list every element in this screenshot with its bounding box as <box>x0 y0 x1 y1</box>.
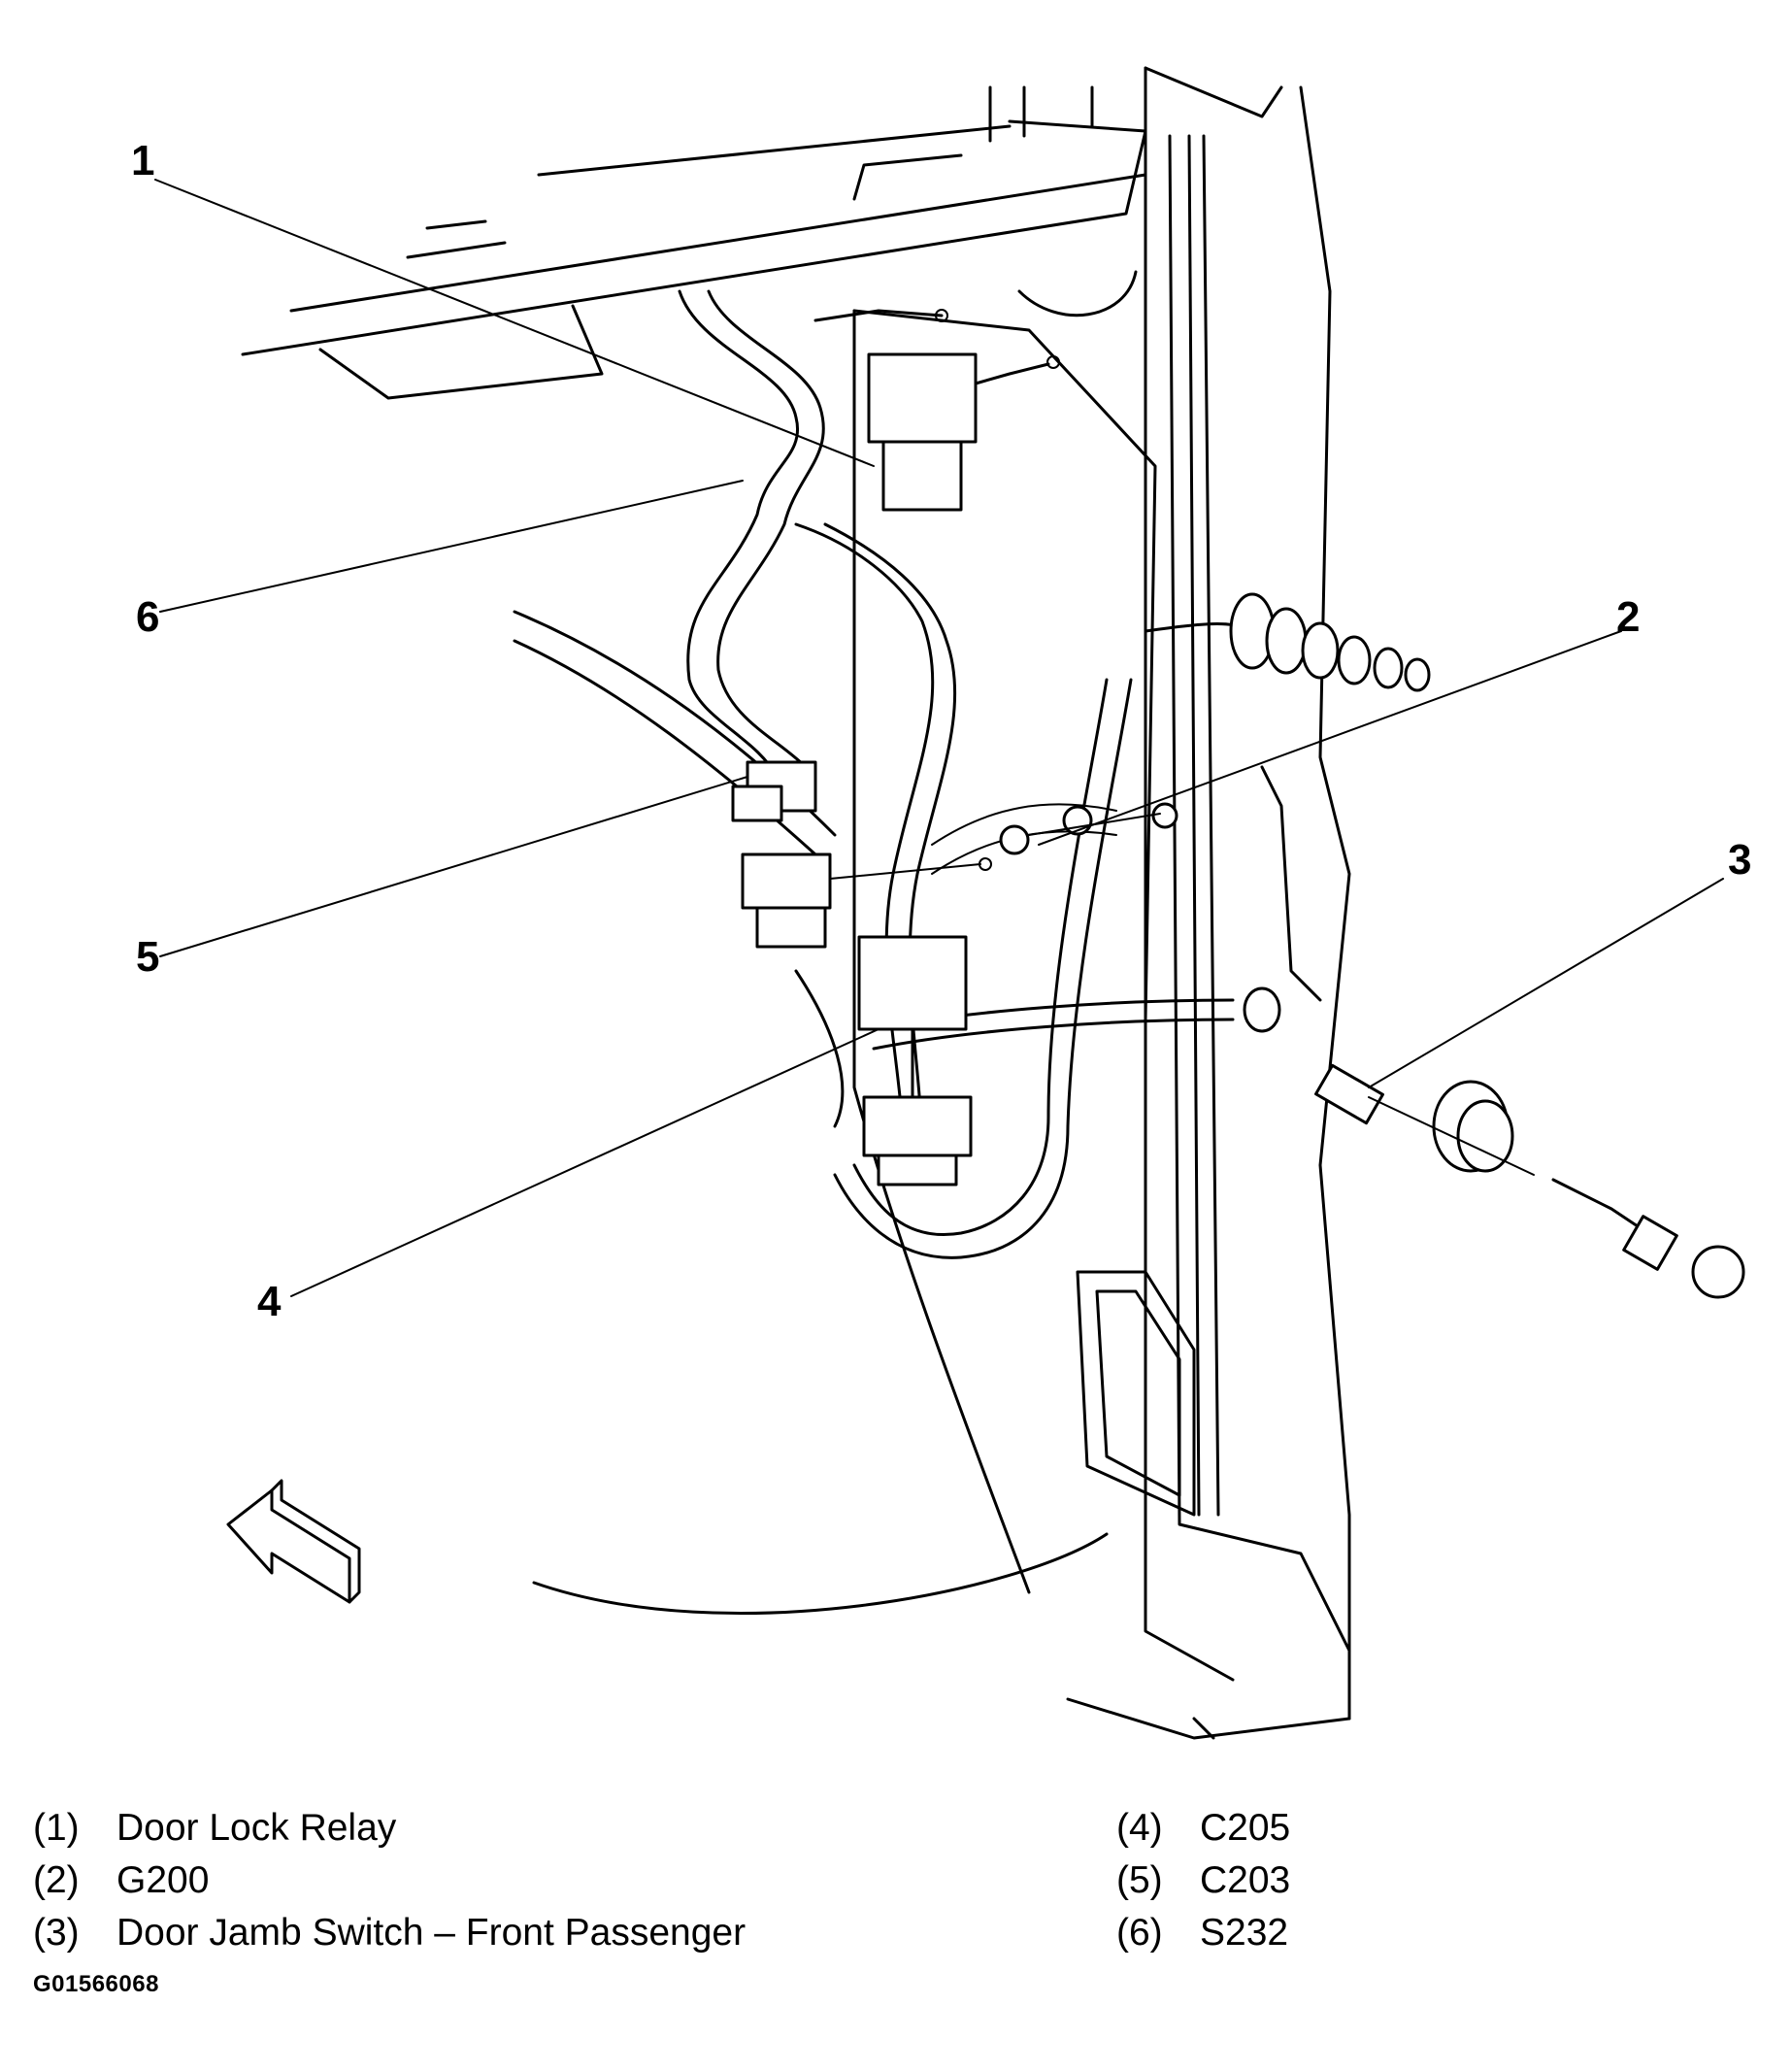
connector-c205 <box>857 935 973 1186</box>
callout-2: 2 <box>1616 593 1640 641</box>
figure-id: G01566068 <box>33 1971 159 1997</box>
legend-label: Door Jamb Switch – Front Passenger <box>116 1912 747 1954</box>
connector-c203 <box>731 760 992 949</box>
legend-item: (6) S232 <box>1116 1914 1288 1952</box>
callout-1: 1 <box>131 137 154 184</box>
legend-number: (3) <box>33 1912 80 1954</box>
door-lock-relay <box>813 309 1060 512</box>
grommet <box>1229 592 1431 692</box>
callout-4: 4 <box>257 1278 282 1325</box>
legend-number: (4) <box>1116 1807 1163 1849</box>
forward-direction-arrow-icon <box>226 1479 361 1604</box>
legend-label: G200 <box>116 1859 210 1901</box>
legend-label: C205 <box>1200 1807 1291 1849</box>
legend-number: (6) <box>1116 1912 1163 1954</box>
legend-label: S232 <box>1200 1912 1289 1954</box>
legend-item: (4) C205 <box>1116 1809 1290 1847</box>
legend-item: (3) Door Jamb Switch – Front Passenger <box>33 1914 746 1952</box>
legend-number: (5) <box>1116 1859 1163 1901</box>
legend-label: C203 <box>1200 1859 1291 1901</box>
legend-label: Door Lock Relay <box>116 1807 397 1849</box>
legend-item: (5) C203 <box>1116 1861 1290 1899</box>
callout-6: 6 <box>136 593 159 641</box>
leader-lines <box>154 179 1724 1297</box>
callout-5: 5 <box>136 933 159 981</box>
legend-item: (1) Door Lock Relay <box>33 1809 396 1847</box>
door-jamb-switch <box>1243 986 1745 1299</box>
door-pillar-illustration: 1 2 3 4 5 6 <box>131 66 1751 1740</box>
legend-item: (2) G200 <box>33 1861 209 1899</box>
legend-number: (1) <box>33 1807 80 1849</box>
legend-number: (2) <box>33 1859 80 1901</box>
roof-rail <box>241 85 1147 400</box>
pillar-body <box>532 66 1351 1740</box>
callout-3: 3 <box>1728 836 1751 884</box>
